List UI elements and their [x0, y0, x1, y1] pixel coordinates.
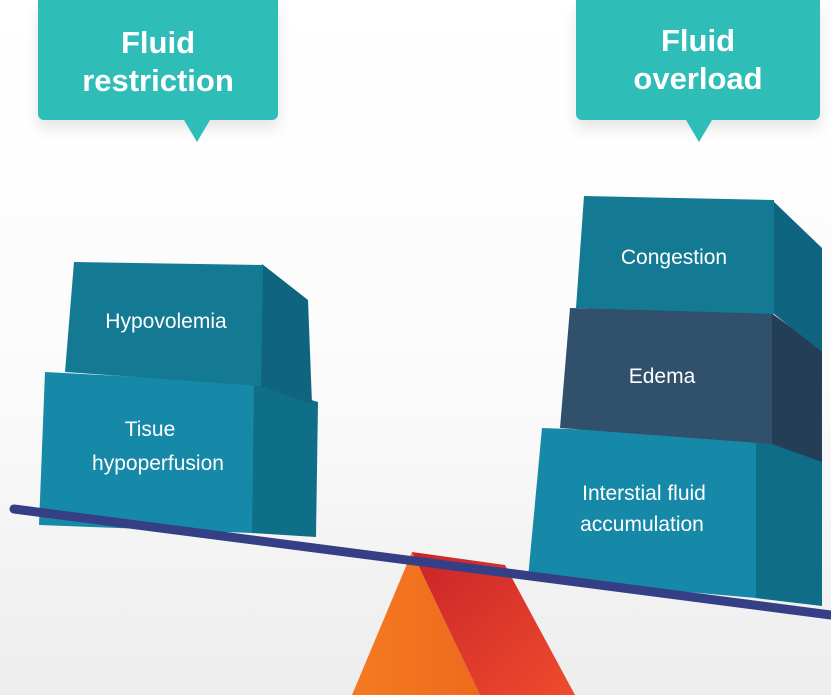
- fulcrum: [352, 552, 575, 695]
- block-tisue-hypoperfusion: Tisue hypoperfusion: [39, 372, 318, 537]
- block-label: Tisue: [125, 418, 176, 441]
- callout-line-2: restriction: [82, 63, 234, 98]
- block-hypovolemia: Hypovolemia: [65, 262, 312, 404]
- block-label: accumulation: [580, 513, 704, 536]
- callout-line-1: Fluid: [120, 25, 196, 60]
- callout-fluid-overload: Fluid overload: [576, 0, 820, 142]
- fulcrum-left-face: [352, 552, 480, 695]
- block-edema: Edema: [560, 308, 822, 462]
- callout-line-2: overload: [633, 61, 763, 96]
- balance-beam: [9, 504, 831, 620]
- callout-fluid-restriction: Fluid restriction: [38, 0, 278, 142]
- callout-line-1: Fluid: [660, 23, 736, 58]
- block-congestion: Congestion: [576, 196, 822, 352]
- block-label: hypoperfusion: [92, 452, 224, 475]
- fulcrum-right-face: [412, 552, 575, 695]
- block-label: Edema: [629, 365, 696, 388]
- block-label: Hypovolemia: [105, 310, 227, 333]
- block-label: Interstial fluid: [582, 482, 706, 505]
- block-label: Congestion: [621, 246, 727, 269]
- block-interstial-fluid-accumulation: Interstial fluid accumulation: [528, 428, 822, 606]
